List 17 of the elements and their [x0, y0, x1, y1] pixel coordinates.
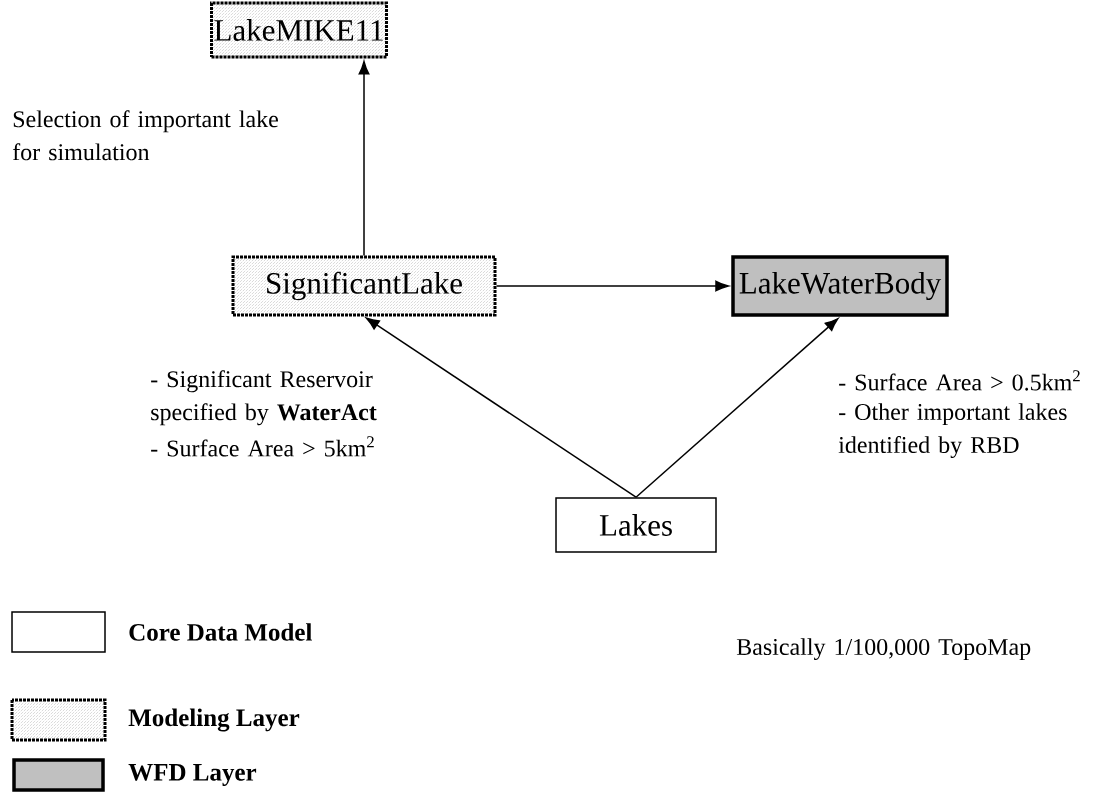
- legend-label: Modeling Layer: [128, 708, 300, 732]
- annotation-text: - Significant Reservoir specified by WaterAct: [151, 370, 377, 426]
- annotation-text: - Other important lakes identified by RBD: [838, 403, 1067, 458]
- class-box: Lakes: [555, 497, 717, 553]
- class-box: LakeMIKE11: [210, 1, 388, 59]
- arrow: [635, 318, 839, 498]
- arrow: [365, 317, 637, 498]
- annotation-text: Selection of important lake for simulation: [12, 110, 278, 161]
- legend-label: WFD Layer: [128, 764, 257, 786]
- arrow: [358, 60, 370, 257]
- annotation-text: Basically 1/100,000 TopoMap: [736, 638, 1031, 660]
- annotation-text: - Surface Area > 5km$^{2}$: [151, 436, 374, 457]
- arrow: [495, 280, 729, 292]
- legend-label: Core Data Model: [129, 623, 312, 641]
- class-box: LakeWaterBody: [731, 255, 949, 317]
- class-box: SignificantLake: [231, 255, 497, 317]
- annotation-text: - Surface Area > 0.5km$^{2}$: [839, 370, 1080, 391]
